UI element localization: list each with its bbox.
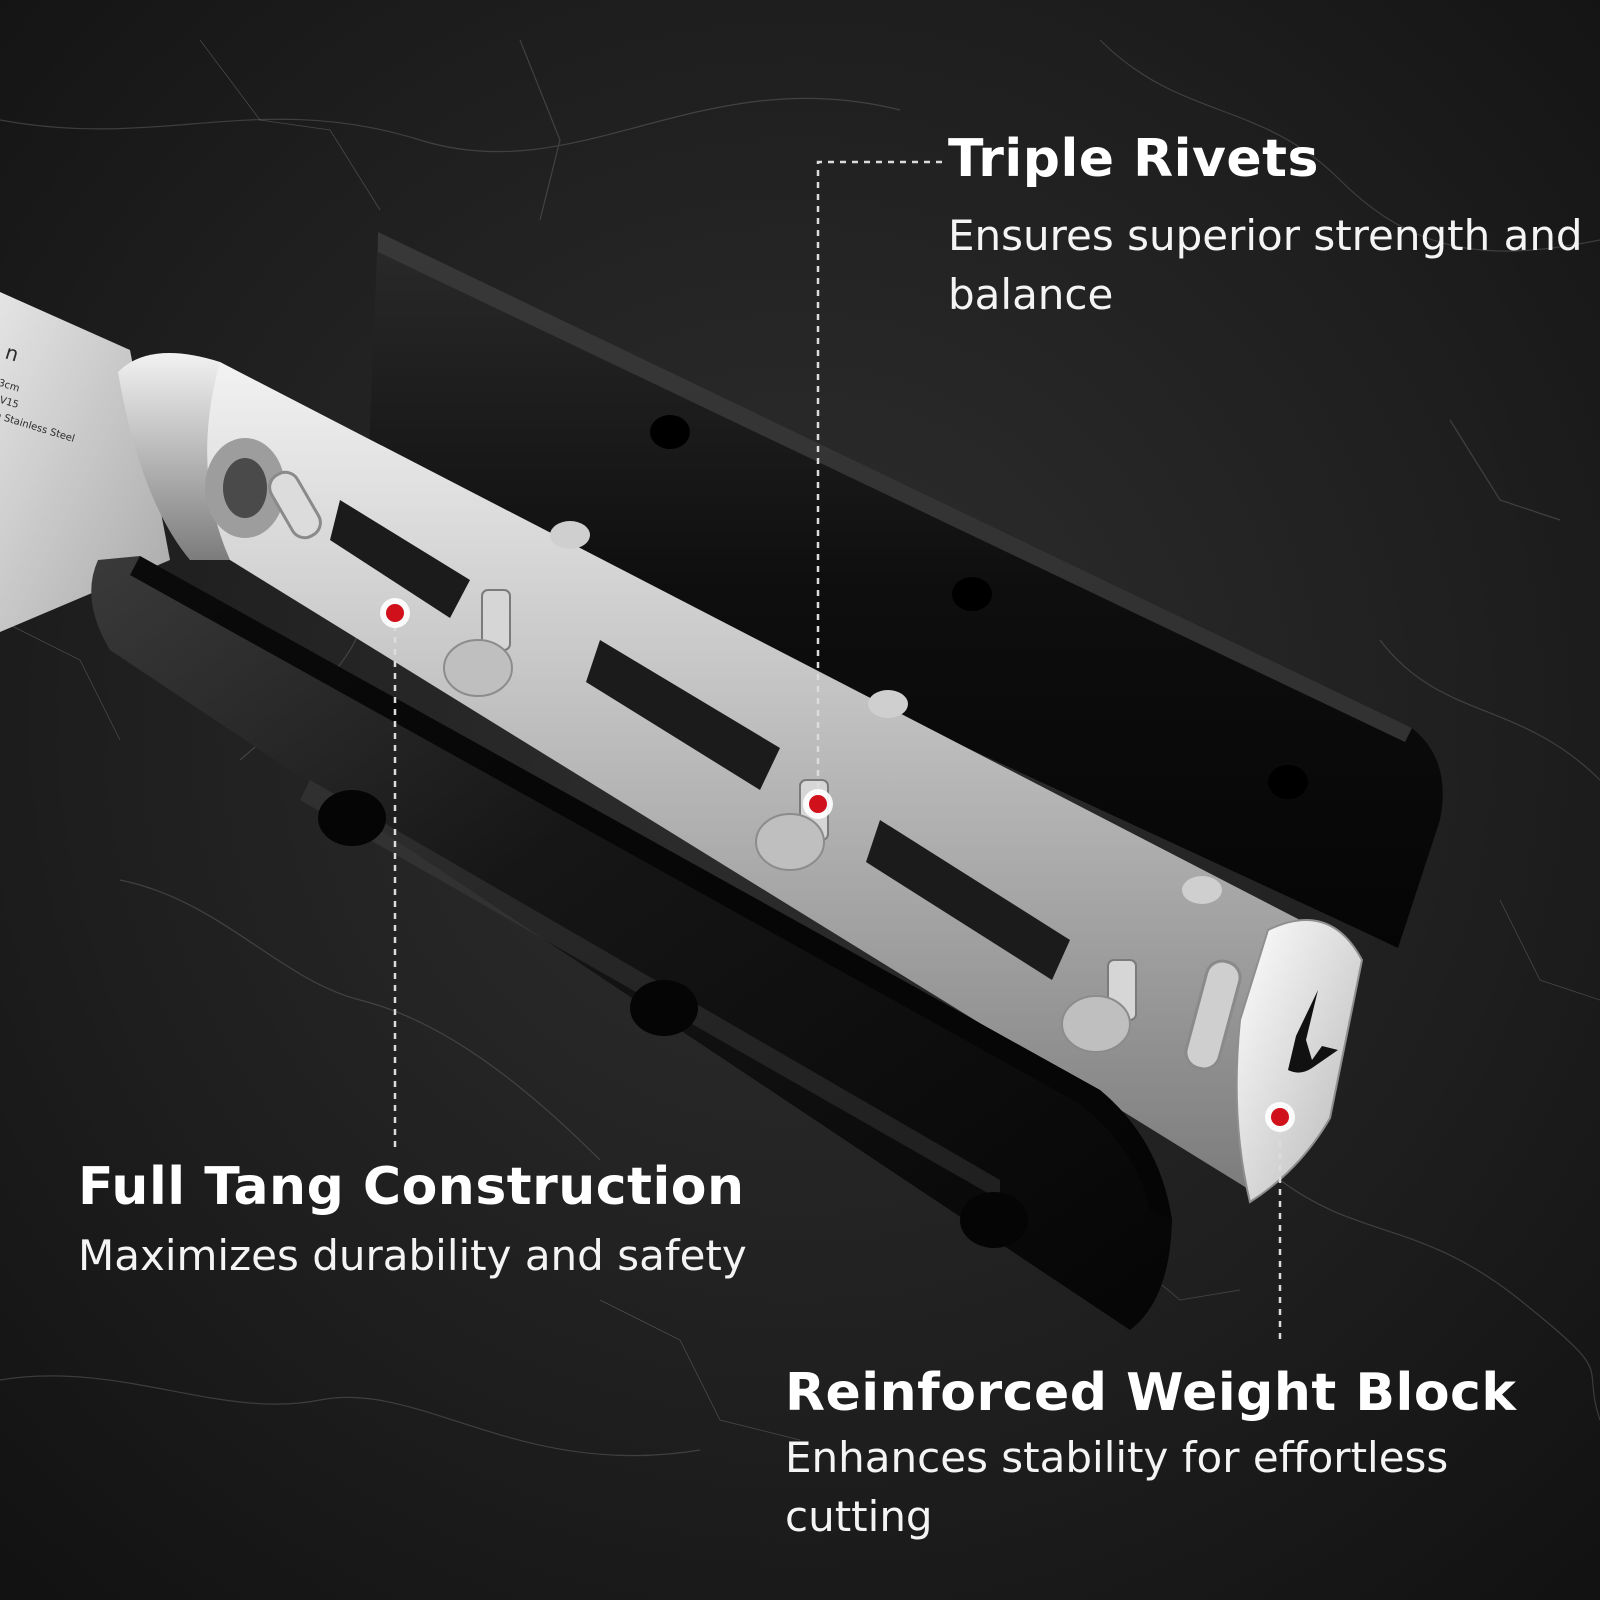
tang-cutout-2 bbox=[586, 640, 780, 790]
tang-front-ring-hole bbox=[223, 458, 267, 518]
lower-scale-hole-3 bbox=[960, 1192, 1028, 1248]
callout-title: Reinforced Weight Block bbox=[785, 1363, 1517, 1423]
marble-veins-bright bbox=[0, 39, 1600, 1441]
upper-scale-hole-1 bbox=[650, 415, 690, 449]
callout-description: Maximizes durability and safety bbox=[78, 1230, 747, 1280]
leader-triple-rivets bbox=[816, 160, 942, 800]
rivet-1 bbox=[443, 521, 590, 697]
upper-handle-scale bbox=[368, 232, 1443, 948]
lower-scale-hole-1 bbox=[318, 790, 386, 846]
bird-silhouette-icon bbox=[1288, 990, 1338, 1073]
upper-scale-hole-3 bbox=[1268, 765, 1308, 799]
upper-handle-bevel bbox=[378, 232, 1412, 742]
tang-rear-pin bbox=[1184, 959, 1242, 1071]
callout-title: Full Tang Construction bbox=[78, 1157, 745, 1217]
callout-title: Triple Rivets bbox=[948, 129, 1319, 189]
marker-weight-block bbox=[1265, 1102, 1295, 1132]
tang-cutout-3 bbox=[866, 820, 1070, 980]
callout-triple-rivets: Triple Rivets Ensures superior strength … bbox=[948, 129, 1588, 325]
callout-leaders bbox=[393, 160, 1282, 1345]
callout-weight-block: Reinforced Weight Block Enhances stabili… bbox=[785, 1363, 1585, 1547]
rivet-3 bbox=[1061, 876, 1222, 1053]
svg-text:3cm: 3cm bbox=[0, 378, 21, 395]
callout-full-tang: Full Tang Construction Maximizes durabil… bbox=[78, 1157, 918, 1285]
lower-handle-scale bbox=[91, 556, 1172, 1330]
marker-full-tang bbox=[380, 598, 410, 628]
marker-triple-rivets bbox=[803, 789, 833, 819]
lower-scale-hole-2 bbox=[630, 980, 698, 1036]
callout-description: Ensures superior strength and balance bbox=[948, 210, 1583, 320]
tang-pin bbox=[268, 470, 322, 540]
lower-handle-bevel bbox=[130, 556, 1172, 1220]
tang-cutout-1 bbox=[330, 500, 470, 618]
upper-scale-hole-2 bbox=[952, 577, 992, 611]
callout-description: Enhances stability for effortless cuttin… bbox=[785, 1432, 1449, 1542]
